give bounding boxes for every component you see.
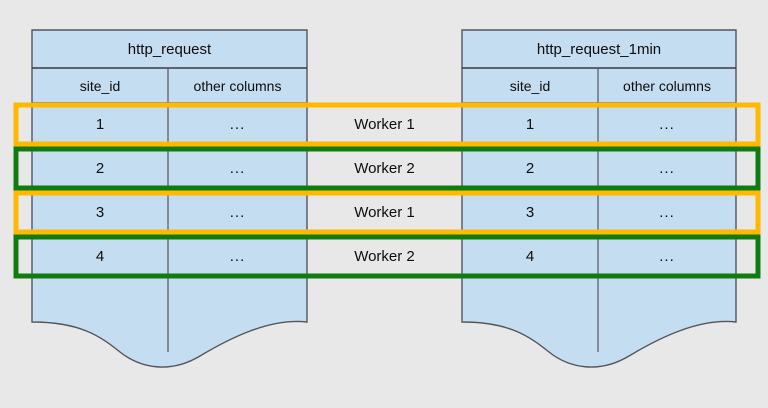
rollup-table-shape <box>461 29 737 368</box>
rollup-table-body <box>461 29 737 368</box>
source-table-body <box>31 29 308 368</box>
worker-highlight-band-1 <box>13 102 761 147</box>
worker-highlight-band-3 <box>13 190 761 235</box>
source-table-shape <box>31 29 308 368</box>
worker-highlight-band-2 <box>13 146 761 191</box>
worker-highlight-band-4 <box>13 234 761 279</box>
